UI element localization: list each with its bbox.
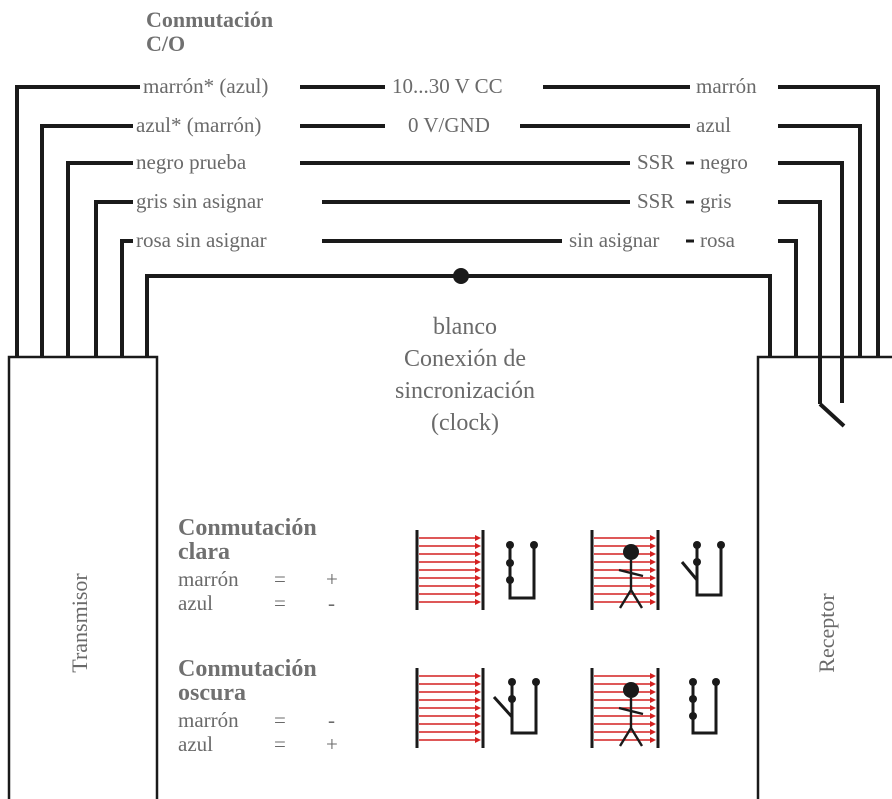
sync-label-1: blanco [433,314,497,340]
mode-clear-row-1-eq: = [274,567,286,591]
receiver-box [756,355,892,799]
wire-1-left-label: marrón* (azul) [140,76,272,97]
mode-dark-row-1-eq: = [274,708,286,732]
beam-grid-dark-object [590,668,660,748]
wire-2-right-label: azul [693,115,734,136]
mode-clear-row-2-sign: - [328,591,335,615]
contact-symbol-dark-free [492,682,538,735]
header-title: Conmutación [146,7,274,32]
wire-5-left [120,239,133,357]
contact-symbol-dark-object [691,682,718,735]
wire-1-left [15,85,140,357]
transmitter-box [7,355,159,799]
sync-label-4: (clock) [431,410,499,436]
wire-1-right [778,85,880,357]
receiver-switch [818,402,846,428]
mode-dark-subtitle: oscura [178,680,246,706]
mode-clear-title: Conmutación [178,515,317,541]
wire-3-right [778,161,844,403]
wire-1-center-label: 10...30 V CC [389,76,506,97]
beam-symbols [415,530,660,748]
sync-label-3: sincronización [395,378,535,404]
mode-clear-row-1-name: marrón [178,567,239,591]
mode-clear-subtitle: clara [178,539,230,565]
wire-5-right [778,239,798,357]
mode-dark-row-1: marrón = - [178,709,378,731]
wire-3-left [66,161,133,357]
wire-2-left-label: azul* (marrón) [133,115,265,136]
mode-dark-row-2-eq: = [274,732,286,756]
contact-symbol-clear-free [508,545,536,600]
mode-clear-row-2-name: azul [178,591,213,615]
mode-clear-row-1: marrón = + [178,568,378,590]
mode-dark-row-2: azul = + [178,733,378,755]
wire-4-left [94,200,133,357]
beam-grid-clear-free [415,530,485,610]
header-subtitle: C/O [146,31,186,56]
wire-1-right-label: marrón [693,76,760,97]
mode-dark-row-1-sign: - [328,708,335,732]
wire-4-right-label: gris [697,191,735,212]
mode-dark-row-2-name: azul [178,732,213,756]
beam-grid-dark-free [415,668,485,748]
wire-4-center-label: SSR [634,191,678,212]
wire-2-right [778,124,862,357]
wire-2-center-label: 0 V/GND [405,115,493,136]
transmitter-label: Transmisor [67,573,92,673]
wire-5-center-label: sin asignar [566,230,663,251]
mode-dark-row-1-name: marrón [178,708,239,732]
wire-2-left [40,124,133,357]
mode-dark-title: Conmutación [178,656,317,682]
receiver-label: Receptor [814,593,839,673]
beam-grid-clear-object [590,530,660,610]
sync-junction-dot [453,268,469,284]
wire-5-right-label: rosa [697,230,738,251]
wire-5-left-label: rosa sin asignar [133,230,270,251]
wire-3-right-label: negro [697,152,751,173]
wire-4-right [778,200,822,404]
contact-symbol-clear-object [680,545,723,597]
wire-3-left-label: negro prueba [133,152,250,173]
mode-clear-row-2: azul = - [178,592,378,614]
mode-clear-row-2-eq: = [274,591,286,615]
sync-label-2: Conexión de [404,346,526,372]
mode-dark-row-2-sign: + [326,732,338,756]
wire-3-center-label: SSR [634,152,678,173]
mode-clear-row-1-sign: + [326,567,338,591]
wire-4-left-label: gris sin asignar [133,191,267,212]
